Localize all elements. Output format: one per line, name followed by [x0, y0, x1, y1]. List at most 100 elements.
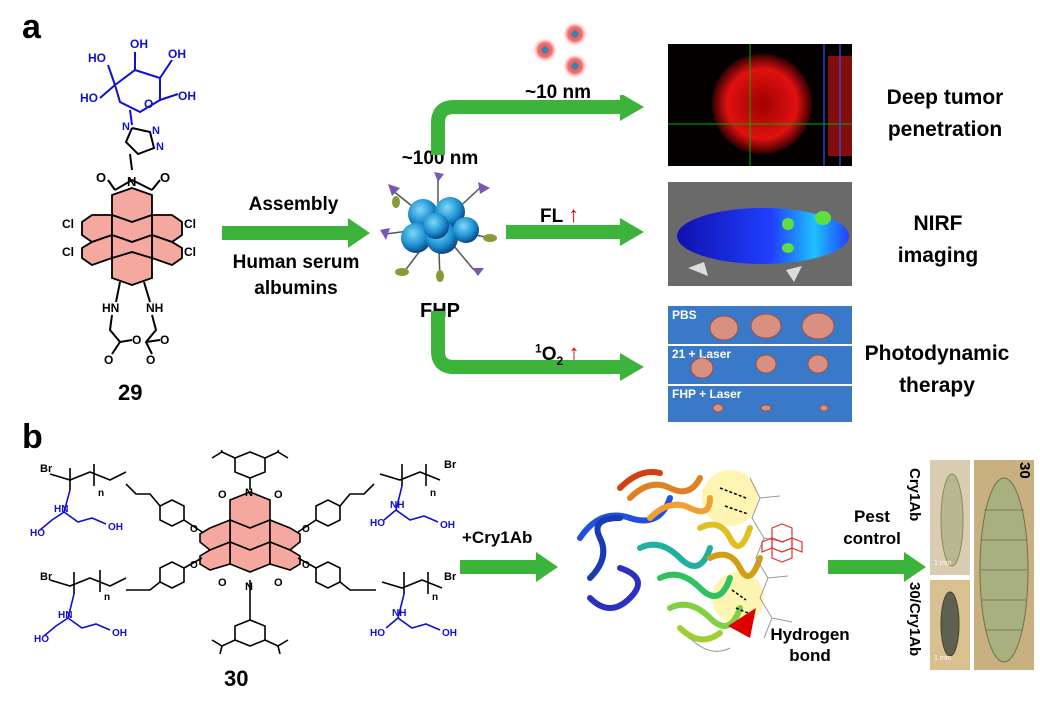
o2-base: O [541, 344, 557, 365]
atom-O-ring: O [144, 97, 153, 111]
atom-OH-b4: OH [442, 628, 457, 639]
atom-O-bot-2: O [274, 577, 283, 589]
larva-label-30: 30 [1016, 462, 1033, 479]
fhp-nanoparticle-icon [380, 172, 497, 282]
atom-O-top-1: O [218, 489, 227, 501]
fl-text: FL [540, 206, 563, 227]
atom-OH-b1: OH [108, 522, 123, 533]
o2-sub: 2 [556, 353, 564, 368]
compound-30-structure: N N O O O O O O O O Br Br Br Br n n n n [30, 450, 457, 655]
atom-HO-b4: HO [370, 628, 385, 639]
cry1ab-label: +Cry1Ab [462, 528, 533, 547]
row-divider-1 [668, 344, 852, 346]
atom-NH-b3: NH [390, 500, 404, 511]
larva-label-30-cry1ab: 30/Cry1Ab [906, 582, 923, 657]
atom-N-triazole-2: N [152, 125, 160, 137]
atom-O-ether-4: O [302, 560, 310, 571]
atom-O-ether-2: O [190, 560, 198, 571]
larva-large-icon [979, 477, 1029, 663]
tumor-samples-icon [690, 312, 835, 413]
atom-O-ether-1: O [190, 524, 198, 535]
size-100nm-label: ~100 nm [401, 148, 479, 169]
atom-N-imide: N [127, 174, 136, 189]
tumor-penetration-image [668, 44, 852, 166]
branch-arrows [431, 95, 644, 381]
atom-HN: HN [102, 301, 119, 315]
scale-label-1: 1 mm [934, 560, 952, 567]
atom-O-ether-3: O [302, 524, 310, 535]
protein-complex-image [577, 469, 803, 652]
larva-image-30-cry1ab [930, 580, 970, 670]
atom-N-bottom: N [245, 581, 253, 593]
atom-Br-3: Br [444, 459, 457, 471]
nirf-imaging-image [668, 182, 852, 286]
tumor-row-label-1: 21 + Laser [672, 347, 732, 361]
atom-NH-b4: NH [392, 608, 406, 619]
mouse-fluorescence-icon [668, 182, 852, 286]
atom-O-top-2: O [274, 489, 283, 501]
atom-Br-1: Br [40, 463, 53, 475]
atom-N-top: N [245, 487, 253, 499]
tumor-row-label-0: PBS [672, 308, 697, 322]
pest-control-arrow [828, 552, 926, 582]
atom-OH-1: OH [130, 37, 148, 51]
assembly-label: Assembly [248, 194, 339, 215]
atom-N-triazole-3: N [156, 141, 164, 153]
atom-HO-2: HO [80, 91, 98, 105]
outcome-nirf-imaging: NIRF imaging [897, 212, 979, 267]
tumor-row-label-2: FHP + Laser [672, 387, 742, 401]
atom-O-ester-2: O [160, 333, 169, 347]
atom-OH-b3: OH [440, 520, 455, 531]
atom-n-4: n [432, 592, 438, 603]
atom-OH-2: OH [168, 47, 186, 61]
o2-sup: 1 [535, 341, 542, 356]
scale-label-2: 1 mm [934, 655, 952, 662]
atom-HN-b2: HN [58, 610, 72, 621]
fl-label: FL ↑ [540, 200, 579, 230]
row-divider-2 [668, 384, 852, 386]
atom-n-3: n [430, 488, 436, 499]
cry1ab-arrow [460, 552, 558, 582]
larva-image-30 [974, 460, 1034, 670]
atom-n-1: n [98, 488, 104, 499]
atom-HO-b3: HO [370, 518, 385, 529]
panel-label-b: b [22, 418, 43, 456]
assembly-arrow [222, 218, 370, 248]
atom-O-imide-1: O [96, 170, 106, 185]
atom-HO-1: HO [88, 51, 106, 65]
atom-O-bot-1: O [218, 577, 227, 589]
fl-up-arrow-icon: ↑ [568, 202, 580, 227]
singlet-oxygen-label: 1O2 ↑ [535, 338, 579, 369]
larva-tiny-icon [940, 591, 960, 657]
compound-30-number: 30 [224, 666, 249, 691]
atom-OH-b2: OH [112, 628, 127, 639]
atom-O-ester-1: O [132, 333, 141, 347]
compound-29-structure: HO OH OH OH HO O N N N N O O Cl Cl Cl Cl [62, 37, 196, 367]
confocal-spheroid-icon [668, 44, 852, 166]
tumor-photo-image: PBS 21 + Laser FHP + Laser [668, 306, 852, 422]
larva-small-icon [940, 473, 964, 567]
atom-NH: NH [146, 301, 163, 315]
atom-Cl-3: Cl [62, 245, 74, 259]
outcome-deep-tumor-penetration: Deep tumor penetration [886, 86, 1004, 141]
atom-Cl-1: Cl [62, 217, 74, 231]
outcome-photodynamic-therapy: Photodynamic therapy [864, 342, 1010, 397]
atom-HO-b1: HO [30, 528, 45, 539]
atom-N-triazole-1: N [122, 121, 130, 133]
atom-Cl-4: Cl [184, 245, 196, 259]
hbond-highlight-1 [702, 470, 758, 526]
atom-OH-3: OH [178, 89, 196, 103]
hbond-pointer-icon [728, 608, 756, 638]
atom-O-ester-4: O [146, 353, 155, 367]
small-nanoparticles-icon [532, 21, 588, 79]
pest-control-label: Pest control [843, 507, 901, 549]
panel-label-a: a [22, 8, 41, 46]
atom-Cl-2: Cl [184, 217, 196, 231]
atom-O-imide-2: O [160, 170, 170, 185]
hydrogen-bond-label: Hydrogen bond [770, 625, 850, 666]
atom-HO-b2: HO [34, 634, 49, 645]
atom-n-2: n [104, 592, 110, 603]
hsa-label: Human serum albumins [232, 252, 360, 299]
atom-Br-4: Br [444, 571, 457, 583]
atom-O-ester-3: O [104, 353, 113, 367]
